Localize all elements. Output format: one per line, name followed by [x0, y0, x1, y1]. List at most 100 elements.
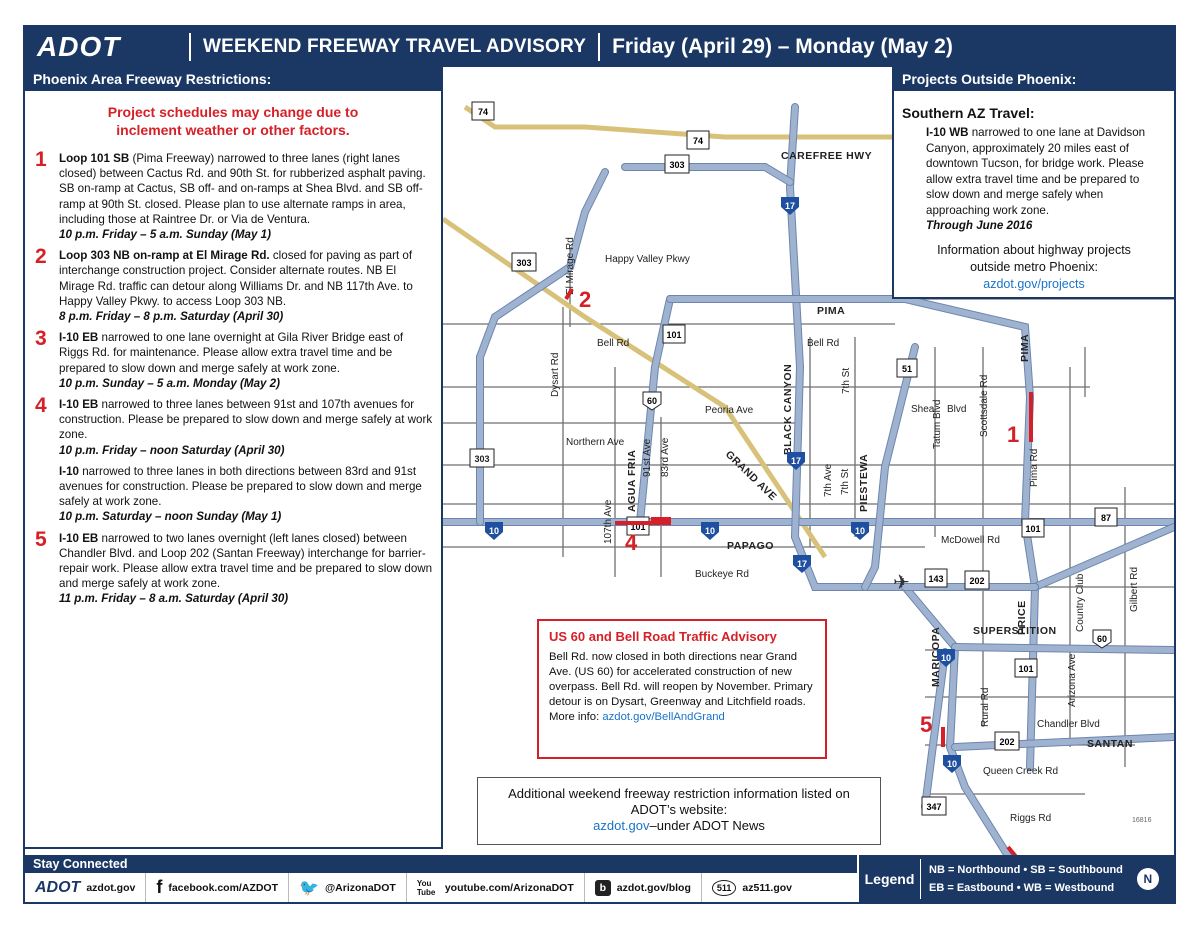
label-rural-rd: Rural Rd — [980, 688, 991, 727]
label-pima-top: PIMA — [817, 305, 845, 317]
header-divider — [598, 33, 601, 61]
shield-sr74-west: 74 — [471, 101, 495, 121]
svg-text:2: 2 — [579, 287, 591, 312]
label-pima-rd: Pima Rd — [1029, 449, 1040, 487]
svg-text:10: 10 — [489, 526, 499, 536]
shield-sr87: 87 — [1094, 507, 1118, 527]
svg-text:60: 60 — [1097, 634, 1107, 644]
label-chandler-blvd: Chandler Blvd — [1037, 719, 1100, 730]
shield-loop303-mid: 303 — [511, 252, 537, 272]
label-107th-ave: 107th Ave — [603, 499, 614, 544]
svg-text:10: 10 — [705, 526, 715, 536]
restriction-item: 5 I-10 EB narrowed to two lanes overnigh… — [25, 528, 441, 607]
restriction-item: 1 Loop 101 SB (Pima Freeway) narrowed to… — [25, 148, 441, 242]
svg-text:101: 101 — [1018, 664, 1033, 674]
item-schedule: 10 p.m. Friday – 5 a.m. Sunday (May 1) — [59, 228, 271, 242]
item-subsection: I-10 narrowed to three lanes in both dir… — [59, 464, 433, 525]
az511-icon: 511 — [711, 879, 737, 896]
bell-road-advisory: US 60 and Bell Road Traffic Advisory Bel… — [537, 619, 827, 759]
item-route: I-10 — [59, 464, 79, 478]
facebook-icon: f — [156, 877, 163, 897]
restriction-zone-1: 1 — [1007, 392, 1033, 447]
svg-text:74: 74 — [693, 136, 703, 146]
item-route: Loop 303 NB on-ramp at El Mirage Rd. — [59, 249, 270, 263]
shield-i17-north: 17 — [781, 197, 799, 215]
svg-text:74: 74 — [478, 107, 488, 117]
restriction-zone-3: 3 — [978, 845, 1018, 855]
label-arizona-ave: Arizona Ave — [1067, 653, 1078, 707]
legend-title: Legend — [859, 858, 921, 899]
shield-loop101-east: 101 — [1021, 518, 1045, 538]
label-gilbert-rd: Gilbert Rd — [1129, 567, 1140, 612]
southern-az-text: I-10 WB narrowed to one lane at Davidson… — [926, 125, 1164, 234]
svg-text:101: 101 — [666, 330, 681, 340]
header-divider — [189, 33, 191, 61]
svg-text:10: 10 — [941, 653, 951, 663]
item-schedule: 8 p.m. Friday – 8 p.m. Saturday (April 3… — [59, 310, 284, 324]
airport-icon: ✈ — [893, 570, 910, 594]
label-papago: PAPAGO — [727, 540, 774, 552]
footer-twitter[interactable]: 🐦@ArizonaDOT — [289, 873, 407, 902]
svg-text:202: 202 — [999, 737, 1014, 747]
item-text: narrowed to one lane at Davidson Canyon,… — [926, 126, 1146, 217]
shield-loop303-south: 303 — [469, 448, 495, 468]
legend-items: NB = Northbound • SB = Southbound EB = E… — [929, 863, 1123, 894]
azdot-link[interactable]: azdot.gov — [593, 818, 650, 833]
shield-i10-maricopa: 10 — [937, 649, 955, 667]
label-scottsdale-rd: Scottsdale Rd — [979, 375, 990, 437]
panel-title: Projects Outside Phoenix: — [894, 67, 1174, 91]
shield-i10-south: 10 — [943, 755, 961, 773]
restriction-item: 2 Loop 303 NB on-ramp at El Mirage Rd. c… — [25, 245, 441, 324]
label-shea: Shea — [911, 404, 935, 415]
shield-loop101-north: 101 — [662, 324, 686, 344]
svg-text:87: 87 — [1101, 513, 1111, 523]
item-text: narrowed to three lanes between 91st and… — [59, 398, 433, 442]
item-schedule: 10 p.m. Friday – noon Saturday (April 30… — [59, 443, 285, 457]
label-dysart-rd: Dysart Rd — [550, 353, 561, 397]
header-dates: Friday (April 29) – Monday (May 2) — [612, 35, 953, 58]
shield-loop202-north: 202 — [964, 570, 990, 590]
blogger-icon: b — [594, 879, 611, 896]
legend: Legend NB = Northbound • SB = Southbound… — [859, 855, 1174, 902]
svg-text:4: 4 — [625, 530, 638, 555]
advisory-flyer: ADOT WEEKEND FREEWAY TRAVEL ADVISORY Fri… — [23, 25, 1176, 904]
item-schedule: 10 p.m. Sunday – 5 a.m. Monday (May 2) — [59, 376, 280, 390]
projects-link[interactable]: azdot.gov/projects — [983, 276, 1085, 291]
svg-text:60: 60 — [647, 396, 657, 406]
schedule-notice: Project schedules may change due to incl… — [107, 104, 359, 138]
label-santan: SANTAN — [1087, 738, 1133, 750]
restriction-item: 4 I-10 EB narrowed to three lanes betwee… — [25, 394, 441, 525]
shield-sr347: 347 — [921, 796, 947, 816]
shield-sr143: 143 — [924, 568, 948, 588]
outside-phoenix-panel: Projects Outside Phoenix: Southern AZ Tr… — [892, 67, 1174, 299]
label-mcdowell-rd: McDowell Rd — [941, 535, 1000, 546]
item-schedule: 11 p.m. Friday – 8 a.m. Saturday (April … — [59, 592, 289, 606]
bell-grand-link[interactable]: azdot.gov/BellAndGrand — [602, 711, 725, 723]
shield-loop101-south: 101 — [1014, 658, 1038, 678]
svg-text:10: 10 — [855, 526, 865, 536]
shield-sr74-east: 74 — [686, 130, 710, 150]
svg-text:3: 3 — [978, 853, 990, 855]
advisory-title: US 60 and Bell Road Traffic Advisory — [549, 629, 777, 644]
svg-text:303: 303 — [669, 160, 684, 170]
item-route: Loop 101 SB — [59, 152, 130, 165]
stay-connected-title: Stay Connected — [25, 855, 857, 873]
label-country-club: Country Club — [1075, 573, 1086, 632]
item-schedule: 10 p.m. Saturday – noon Sunday (May 1) — [59, 510, 282, 524]
svg-text:101: 101 — [630, 522, 645, 532]
item-number: 3 — [35, 327, 47, 351]
item-route: I-10 EB — [59, 531, 99, 545]
adot-logo: ADOT — [35, 878, 81, 896]
item-text: (Pima Freeway) narrowed to three lanes (… — [59, 152, 426, 226]
projects-info: Information about highway projects outsi… — [894, 242, 1174, 293]
shield-i17-mid: 17 — [787, 452, 805, 470]
map-id: 16816 — [1132, 817, 1152, 824]
item-text: narrowed to two lanes overnight (left la… — [59, 531, 433, 591]
